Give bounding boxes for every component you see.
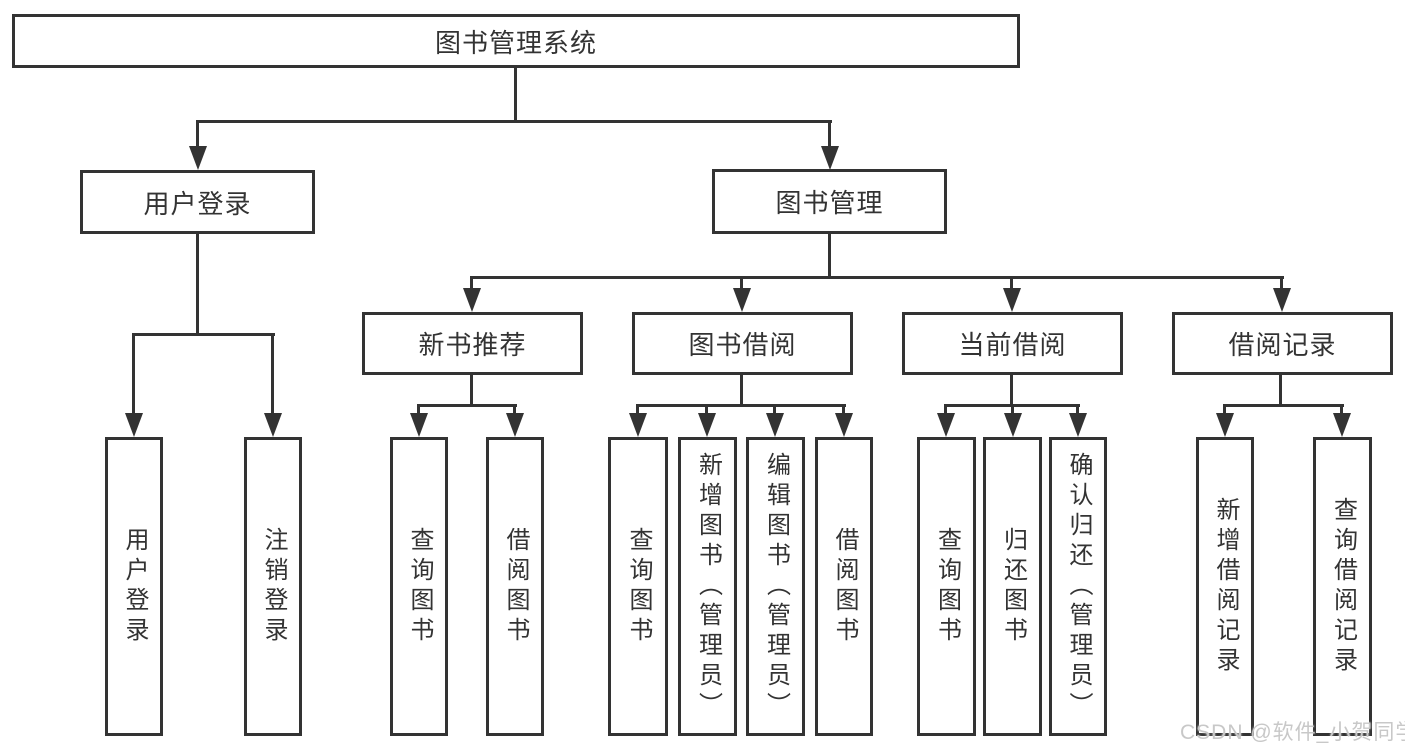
leaf-borrow-query-books: 查询图书 [608,437,668,736]
node-book-borrow: 图书借阅 [632,312,853,375]
leaf-newbook-query-books-label: 查询图书 [406,526,433,647]
arrowhead-down-icon [125,413,143,437]
leaf-current-query-books: 查询图书 [917,437,976,736]
connector-userlogin-shaft-1 [132,333,135,417]
arrowhead-down-icon [698,413,716,437]
node-borrow-records-label: 借阅记录 [1228,330,1337,360]
connector-bookborrow-stub [740,375,743,407]
leaf-current-query-books-label: 查询图书 [933,526,961,647]
node-book-borrow-label: 图书借阅 [688,330,797,360]
node-book-management-label: 图书管理 [775,188,884,218]
leaf-newbook-borrow-books-label: 借阅图书 [502,526,529,647]
connector-records-stub [1279,375,1282,407]
arrowhead-down-icon [189,146,207,170]
leaf-user-login: 用户登录 [105,437,163,736]
connector-records-hline [1223,404,1344,407]
connector-bookmgmt-hline [470,276,1284,279]
leaf-records-add-record: 新增借阅记录 [1196,437,1254,736]
leaf-current-return-books: 归还图书 [983,437,1042,736]
connector-bookborrow-shaft-2 [705,404,708,416]
node-user-login-label: 用户登录 [143,188,252,219]
node-borrow-records: 借阅记录 [1172,312,1393,375]
leaf-current-confirm-return-admin: 确认归还（管理员） [1049,437,1107,736]
leaf-newbook-borrow-books: 借阅图书 [486,437,544,736]
connector-bookborrow-shaft-1 [636,404,639,416]
leaf-current-return-books-label: 归还图书 [999,526,1027,647]
arrowhead-down-icon [1069,413,1087,437]
connector-bookmgmt-shaft-1 [470,276,473,292]
leaf-borrow-borrow-books-label: 借阅图书 [831,526,858,647]
leaf-current-confirm-return-admin-label: 确认归还（管理员） [1065,451,1092,722]
leaf-borrow-add-book-admin-label: 新增图书（管理员） [694,451,722,722]
leaf-borrow-query-books-label: 查询图书 [625,526,652,647]
node-user-login: 用户登录 [80,170,315,234]
connector-bookmgmt-shaft-3 [1010,276,1013,292]
connector-bookborrow-hline [636,404,846,407]
connector-root-left-shaft [196,120,199,152]
connector-bookmgmt-shaft-4 [1280,276,1283,292]
arrowhead-down-icon [1273,288,1291,312]
arrowhead-down-icon [506,413,524,437]
arrowhead-down-icon [835,413,853,437]
arrowhead-down-icon [937,413,955,437]
node-root-system: 图书管理系统 [12,14,1020,68]
node-book-management: 图书管理 [712,169,947,234]
arrowhead-down-icon [1003,288,1021,312]
node-new-book-recommend-label: 新书推荐 [418,330,527,360]
connector-root-hline [196,120,832,123]
connector-userlogin-shaft-2 [271,333,274,417]
leaf-logout: 注销登录 [244,437,302,736]
connector-root-stub [514,68,517,120]
leaf-user-login-label: 用户登录 [121,526,148,647]
leaf-records-query-record-label: 查询借阅记录 [1329,496,1357,677]
leaf-records-query-record: 查询借阅记录 [1313,437,1372,736]
connector-newbook-hline [417,404,517,407]
connector-userlogin-hline [132,333,275,336]
node-current-borrow: 当前借阅 [902,312,1123,375]
connector-records-shaft-1 [1223,404,1226,416]
connector-currentborrow-shaft-1 [944,404,947,416]
leaf-borrow-edit-book-admin-label: 编辑图书（管理员） [762,451,790,722]
connector-root-right-shaft [828,120,831,152]
connector-bookmgmt-shaft-2 [740,276,743,292]
connector-bookborrow-shaft-3 [773,404,776,416]
arrowhead-down-icon [1333,413,1351,437]
leaf-logout-label: 注销登录 [260,526,287,647]
connector-bookmgmt-stub [828,234,831,278]
arrowhead-down-icon [733,288,751,312]
arrowhead-down-icon [629,413,647,437]
arrowhead-down-icon [264,413,282,437]
connector-currentborrow-stub [1010,375,1013,407]
csdn-watermark: CSDN @软件_小贺同学 [1180,721,1405,744]
arrowhead-down-icon [1216,413,1234,437]
arrowhead-down-icon [766,413,784,437]
arrowhead-down-icon [463,288,481,312]
leaf-newbook-query-books: 查询图书 [390,437,448,736]
arrowhead-down-icon [821,146,839,170]
connector-currentborrow-shaft-3 [1076,404,1079,416]
node-current-borrow-label: 当前借阅 [958,330,1067,360]
connector-bookborrow-shaft-4 [842,404,845,416]
arrowhead-down-icon [410,413,428,437]
leaf-records-add-record-label: 新增借阅记录 [1212,496,1239,677]
arrowhead-down-icon [1004,413,1022,437]
connector-newbook-shaft-1 [417,404,420,416]
node-new-book-recommend: 新书推荐 [362,312,583,375]
connector-userlogin-stub [196,234,199,336]
leaf-borrow-add-book-admin: 新增图书（管理员） [678,437,737,736]
leaf-borrow-edit-book-admin: 编辑图书（管理员） [746,437,805,736]
leaf-borrow-borrow-books: 借阅图书 [815,437,873,736]
connector-records-shaft-2 [1340,404,1343,416]
node-root-label: 图书管理系统 [434,27,597,58]
connector-newbook-stub [470,375,473,407]
connector-newbook-shaft-2 [513,404,516,416]
connector-currentborrow-shaft-2 [1011,404,1014,416]
